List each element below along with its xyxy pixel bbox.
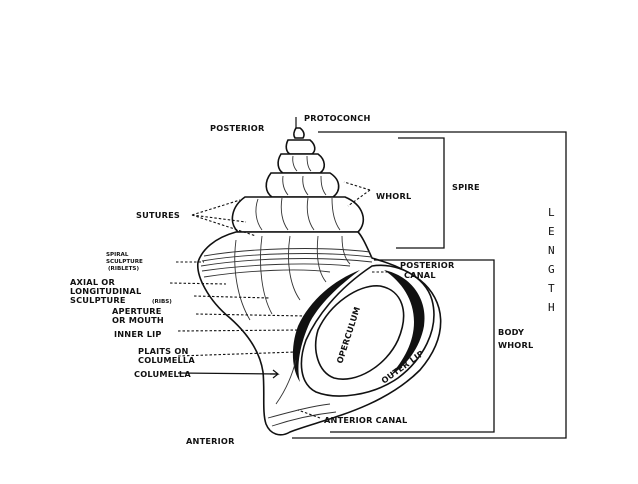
whorl-leader-2 (347, 189, 371, 207)
spiral-label-3: (RIBLETS) (108, 266, 139, 272)
aperture-leader (195, 313, 307, 317)
sutures-label: SUTURES (136, 210, 180, 220)
columella-leader (177, 372, 279, 375)
spire-rib-8 (292, 155, 298, 172)
protoconch-label: PROTOCONCH (304, 113, 371, 123)
posterior-canal-label-2: CANAL (404, 270, 436, 280)
axial-leader-1 (169, 282, 227, 285)
spire-whorl-4 (231, 196, 365, 233)
axial-leader-2 (193, 295, 271, 299)
riblet-1 (203, 248, 371, 257)
riblet-5 (203, 269, 331, 278)
riblet-4 (201, 263, 351, 272)
posterior-label: POSTERIOR (210, 123, 265, 133)
axial-rib-3 (288, 235, 301, 301)
plaits-label-1: PLAITS ON (138, 346, 189, 356)
length-letter-g: G (548, 263, 555, 276)
axial-rib-1 (234, 239, 251, 321)
plaits-leader (177, 351, 297, 357)
columella-arrowhead (270, 369, 280, 379)
canal-line-2 (271, 411, 337, 427)
protoconch-shape (293, 127, 305, 139)
spire-label: SPIRE (452, 182, 480, 192)
anterior-label: ANTERIOR (186, 436, 235, 446)
outer-lip-edge (384, 270, 425, 376)
body-whorl-label-2: WHORL (498, 340, 533, 350)
axial-label-3: SCULPTURE (70, 295, 126, 305)
label-group: PROTOCONCH POSTERIOR WHORL SPIRE SUTURES… (70, 113, 533, 446)
axial-label-1: AXIAL OR (70, 277, 115, 287)
sutures-leader-2 (191, 214, 247, 223)
spire-bracket (396, 137, 445, 249)
inner-lip-label: INNER LIP (114, 329, 162, 339)
spiral-label-1: SPIRAL (106, 252, 129, 258)
sutures-leader-1 (191, 199, 241, 216)
spire-rib-3 (306, 197, 315, 231)
body-whorl-label-1: BODY (498, 327, 525, 337)
riblet-3 (200, 258, 373, 267)
inner-lip-leader (177, 329, 301, 332)
length-letter-l: L (548, 206, 555, 219)
length-letter-t: T (548, 282, 555, 295)
spire-whorl-1 (285, 139, 316, 155)
spire-whorl-2 (277, 153, 326, 174)
axial-rib-4 (316, 235, 327, 283)
aperture-label-1: APERTURE (112, 306, 162, 316)
inner-lip-dark (292, 270, 360, 382)
axial-rib-2 (260, 235, 273, 315)
length-letter-n: N (548, 244, 555, 257)
anterior-canal-label: ANTERIOR CANAL (324, 415, 407, 425)
aperture-label-2: OR MOUTH (112, 315, 164, 325)
length-label: L E N G T H (548, 206, 555, 314)
spire-rib-9 (306, 155, 312, 172)
anterior-canal-leader (297, 409, 321, 419)
measurement-brackets (292, 131, 567, 439)
spiral-label-2: SCULPTURE (106, 259, 143, 265)
length-letter-h: H (548, 301, 555, 314)
operculum-shape (314, 285, 405, 380)
axial-label-2: LONGITUDINAL (70, 286, 141, 296)
body-whorl-bracket (330, 259, 495, 433)
axial-rib-5 (341, 235, 351, 265)
spire-rib-7 (320, 175, 327, 196)
posterior-canal-label-1: POSTERIOR (400, 260, 455, 270)
spire-rib-2 (280, 197, 289, 231)
columella-label: COLUMELLA (134, 369, 191, 379)
columella-line (275, 359, 297, 405)
whorl-leader-1 (343, 181, 371, 191)
plaits-label-2: COLUMELLA (138, 355, 195, 365)
spire-rib-5 (282, 175, 289, 196)
spire-rib-6 (302, 175, 309, 196)
spire-rib-1 (255, 198, 263, 231)
leader-lines (169, 117, 388, 419)
shell-drawing (197, 127, 442, 436)
riblet-2 (201, 253, 373, 262)
spire-rib-4 (331, 197, 341, 231)
canal-line-1 (267, 403, 331, 419)
spire-whorl-3 (265, 172, 340, 198)
sutures-leader-3 (191, 214, 257, 237)
axial-label-3b: (RIBS) (152, 299, 172, 305)
whorl-label: WHORL (376, 191, 411, 201)
length-bracket (292, 131, 567, 439)
length-letter-e: E (548, 225, 555, 238)
